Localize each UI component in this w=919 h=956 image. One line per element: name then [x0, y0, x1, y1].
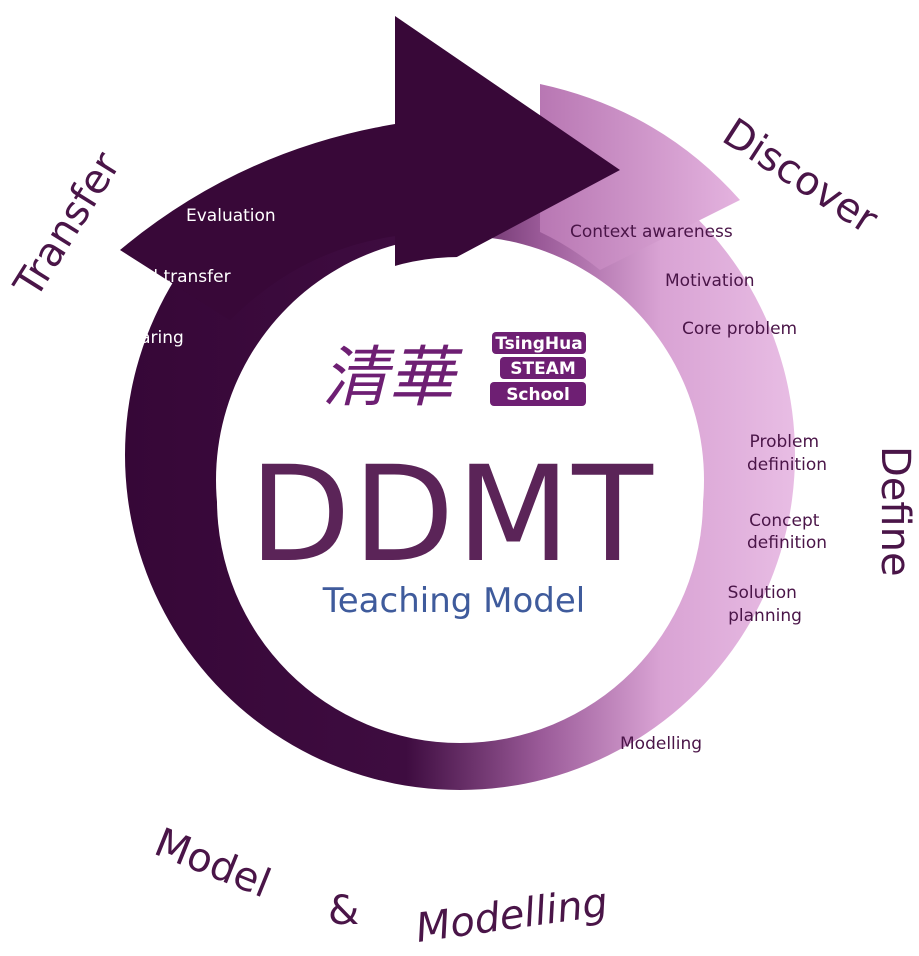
- step-model-transfer: Model transfer: [107, 267, 231, 287]
- logo-box-3: [490, 382, 586, 406]
- logo-line-tsinghua: TsingHua: [495, 334, 582, 354]
- phase-model: Model: [148, 820, 277, 908]
- phase-modelling: Modelling: [413, 879, 611, 951]
- step-modelling: Modelling: [620, 734, 702, 754]
- step-debugging: Debugging: [168, 729, 261, 749]
- step-problem-definition-line-2: definition: [747, 455, 827, 475]
- step-concept-definition: Concept definition: [747, 511, 827, 553]
- discover-ring-section: [540, 84, 740, 270]
- step-concept-alignment: Concept alignment: [478, 788, 640, 808]
- logo-box-1: [492, 332, 586, 354]
- step-prototyping: Prototyping: [244, 788, 342, 808]
- step-evaluation: Evaluation: [186, 206, 276, 226]
- step-solution-planning-line-2: planning: [728, 606, 802, 626]
- phase-discover: Discover: [715, 110, 886, 244]
- step-concept-definition-line-1: Concept: [749, 511, 820, 531]
- cycle-arrow-head: [120, 16, 620, 320]
- step-model-sharing: Model sharing: [64, 328, 184, 348]
- center-subtitle: Teaching Model: [322, 581, 585, 621]
- cycle-ring: [124, 119, 795, 790]
- step-concept-definition-line-2: definition: [747, 533, 827, 553]
- step-model-selection: Model selection: [350, 844, 483, 864]
- logo-line-steam: STEAM: [510, 359, 576, 379]
- step-problem-definition: Problem definition: [747, 432, 827, 475]
- step-core-problem: Core problem: [682, 319, 797, 339]
- step-final-model: Final Model: [106, 664, 202, 684]
- logo-line-school: School: [506, 385, 570, 405]
- step-solution-planning-line-1: Solution: [728, 583, 797, 603]
- step-problem-definition-line-1: Problem: [750, 432, 820, 452]
- step-solution-planning: Solution planning: [728, 583, 803, 626]
- center-title: DDMT: [249, 438, 655, 592]
- logo-cjk: 清華: [322, 339, 463, 416]
- phase-ampersand: &: [328, 888, 359, 934]
- phase-define: Define: [872, 446, 918, 577]
- step-context-awareness: Context awareness: [570, 222, 733, 242]
- step-motivation: Motivation: [665, 271, 755, 291]
- tsinghua-logo: 清華 TsingHua STEAM School: [322, 332, 586, 416]
- logo-box-2: [500, 357, 586, 379]
